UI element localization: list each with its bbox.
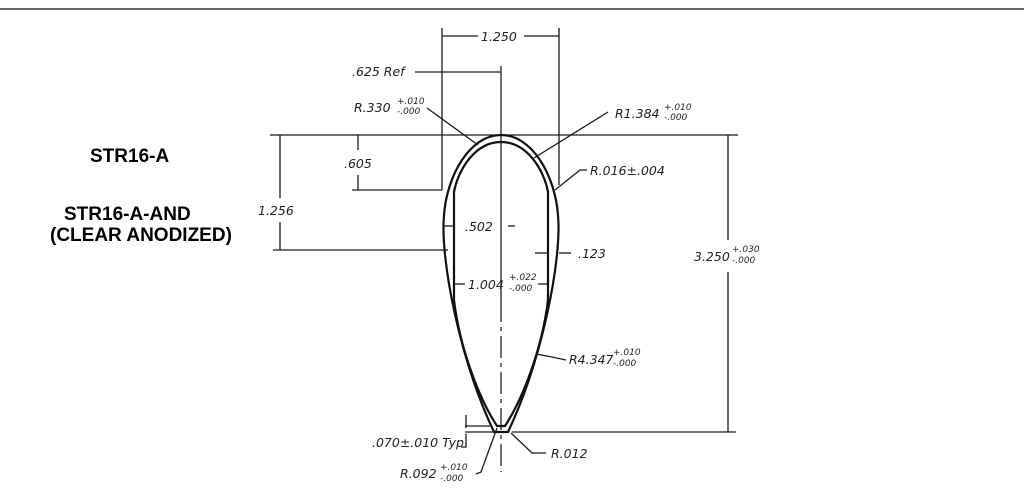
inner-width-dimension: 1.004	[468, 277, 504, 292]
anodized-part-number-label: STR16-A-AND	[64, 204, 191, 225]
overall-height-dimension: 3.250	[694, 249, 730, 264]
shoulder-radius-plus-tol: +.010	[664, 103, 692, 113]
body-radius-minus-tol: -.000	[613, 359, 637, 369]
wall-step-dimension: .123	[578, 246, 606, 261]
anodized-note-label: (CLEAR ANODIZED)	[50, 225, 232, 246]
tip-radius-minus-tol: -.000	[440, 474, 464, 484]
inner-width-plus-tol: +.022	[509, 273, 537, 283]
tip-radius-dimension: R.092	[400, 466, 437, 481]
half-inner-width-dimension: .502	[465, 219, 493, 234]
extension-lines	[270, 28, 738, 433]
part-number-label: STR16-A	[90, 146, 169, 167]
shoulder-radius-dimension: R1.384	[615, 106, 660, 121]
tip-corner-radius-dimension: R.012	[551, 446, 588, 461]
wall-thickness-dimension: .070±.010 Typ	[372, 435, 464, 450]
body-radius-plus-tol: +.010	[613, 348, 641, 358]
nose-radius-minus-tol: -.000	[397, 107, 421, 117]
nose-depth-dimension: .605	[344, 156, 372, 171]
nose-radius-dimension: R.330	[354, 100, 391, 115]
overall-height-plus-tol: +.030	[732, 245, 760, 255]
body-radius-dimension: R4.347	[569, 352, 614, 367]
straight-depth-dimension: 1.256	[258, 203, 294, 218]
center-ref-dimension: .625 Ref	[352, 64, 406, 79]
tube-profile	[442, 133, 560, 434]
width-dimension: 1.250	[481, 29, 517, 44]
shoulder-radius-minus-tol: -.000	[664, 113, 688, 123]
overall-height-minus-tol: -.000	[732, 256, 756, 266]
tip-radius-plus-tol: +.010	[440, 463, 468, 473]
corner-radius-dimension: R.016±.004	[590, 163, 665, 178]
inner-width-minus-tol: -.000	[509, 284, 533, 294]
nose-radius-plus-tol: +.010	[397, 97, 425, 107]
